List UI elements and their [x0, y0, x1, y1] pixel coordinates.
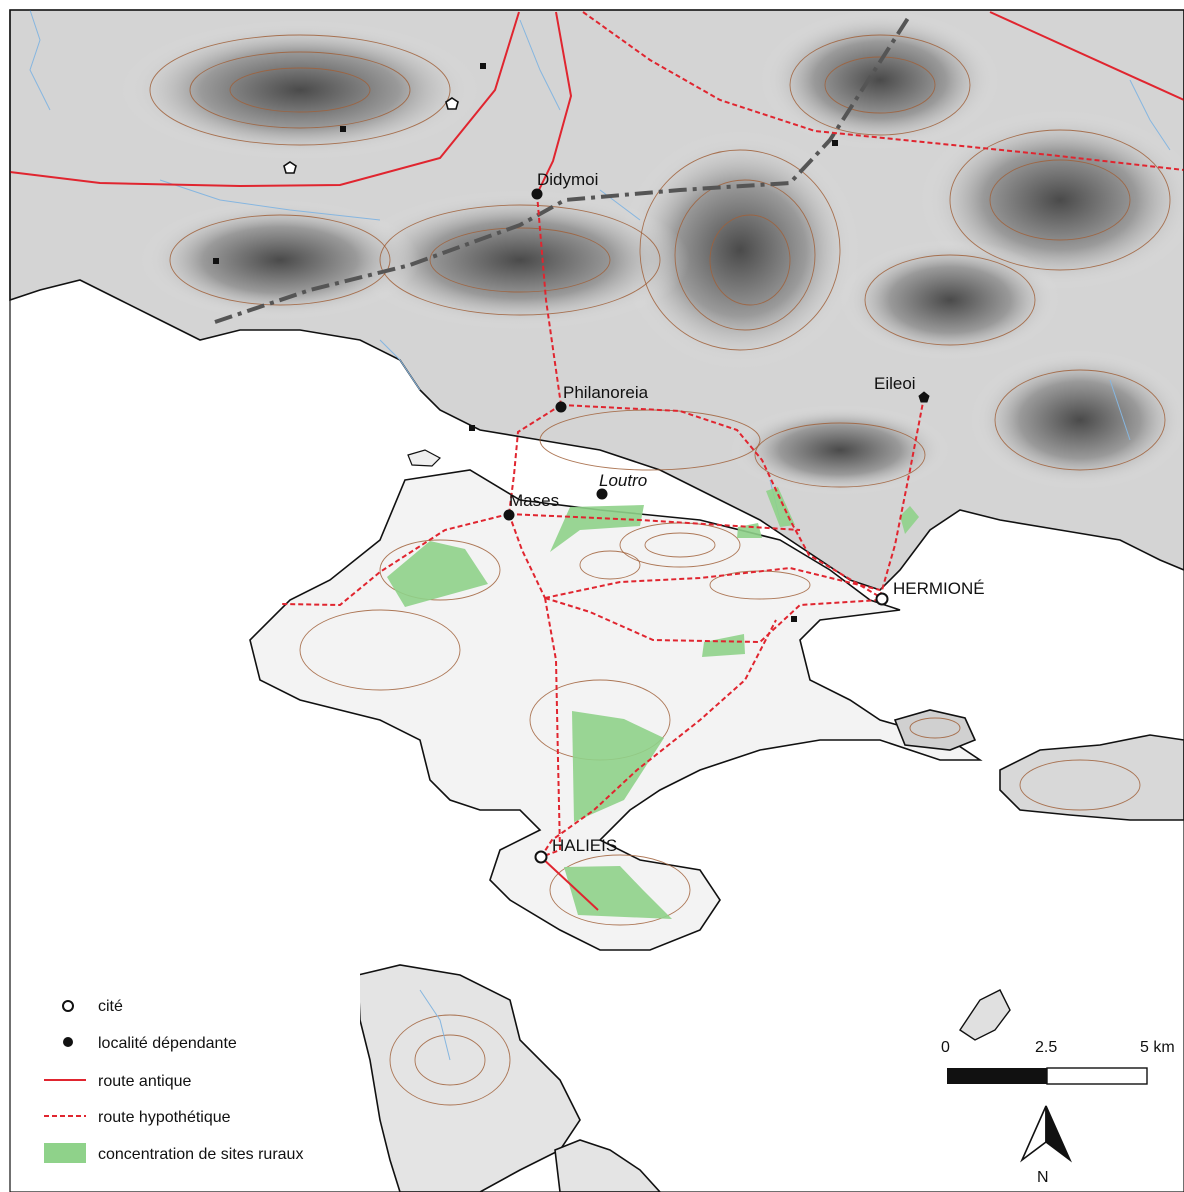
- scale-tick-5: 5 km: [1140, 1039, 1175, 1056]
- relief-shading: [120, 10, 1184, 495]
- island-small-east: [893, 709, 977, 751]
- island-south-2: [554, 1139, 662, 1192]
- scale-tick-0: 0: [941, 1039, 950, 1056]
- legend-hypothetical-road-label: route hypothétique: [98, 1109, 231, 1126]
- hypothetical-roads: [279, 11, 1184, 858]
- north-label: N: [1037, 1169, 1049, 1186]
- scale-tick-2-5: 2.5: [1035, 1039, 1057, 1056]
- dependent-locality-didymoi: [531, 188, 543, 200]
- legend-locality-label: localité dépendante: [98, 1035, 237, 1052]
- island-east: [999, 734, 1184, 821]
- legend-city-symbol: [62, 1000, 74, 1012]
- legend: cité localité dépendante route antique r…: [30, 970, 360, 1180]
- islet-2: [407, 449, 441, 467]
- rivers: [29, 9, 1171, 1061]
- modern-border: [214, 13, 912, 324]
- legend-rural-symbol: [44, 1143, 86, 1163]
- dependent-locality-loutro: [596, 488, 608, 500]
- label-philanoreia: Philanoreia: [563, 383, 649, 402]
- legend-city-label: cité: [98, 998, 123, 1015]
- label-halieis: HALIEIS: [552, 836, 617, 855]
- ancient-roads: [9, 11, 1184, 911]
- label-eileoi: Eileoi: [874, 374, 916, 393]
- label-loutro: Loutro: [599, 471, 647, 490]
- legend-ancient-road-label: route antique: [98, 1073, 192, 1090]
- dependent-locality-mases: [503, 509, 515, 521]
- dependent-locality-philanoreia: [555, 401, 567, 413]
- island-south: [357, 964, 581, 1192]
- pentagon-marker: [283, 161, 297, 174]
- pentagon-marker: [445, 97, 459, 110]
- pentagon-marker: [918, 391, 930, 403]
- contour-lines: [149, 34, 1171, 1106]
- city-hermione: [875, 592, 889, 606]
- scale-bar: 0 2.5 5 km: [941, 1039, 1175, 1085]
- label-mases: Mases: [509, 491, 559, 510]
- label-didymoi: Didymoi: [537, 170, 598, 189]
- minor-sites: [213, 63, 838, 622]
- map-frame: [9, 9, 1184, 1192]
- legend-locality-symbol: [63, 1037, 73, 1047]
- north-arrow: N: [1020, 1105, 1072, 1186]
- city-halieis: [534, 850, 548, 864]
- legend-rural-label: concentration de sites ruraux: [98, 1146, 303, 1163]
- islet-1: [959, 989, 1011, 1041]
- label-hermione: HERMIONÉ: [893, 579, 985, 598]
